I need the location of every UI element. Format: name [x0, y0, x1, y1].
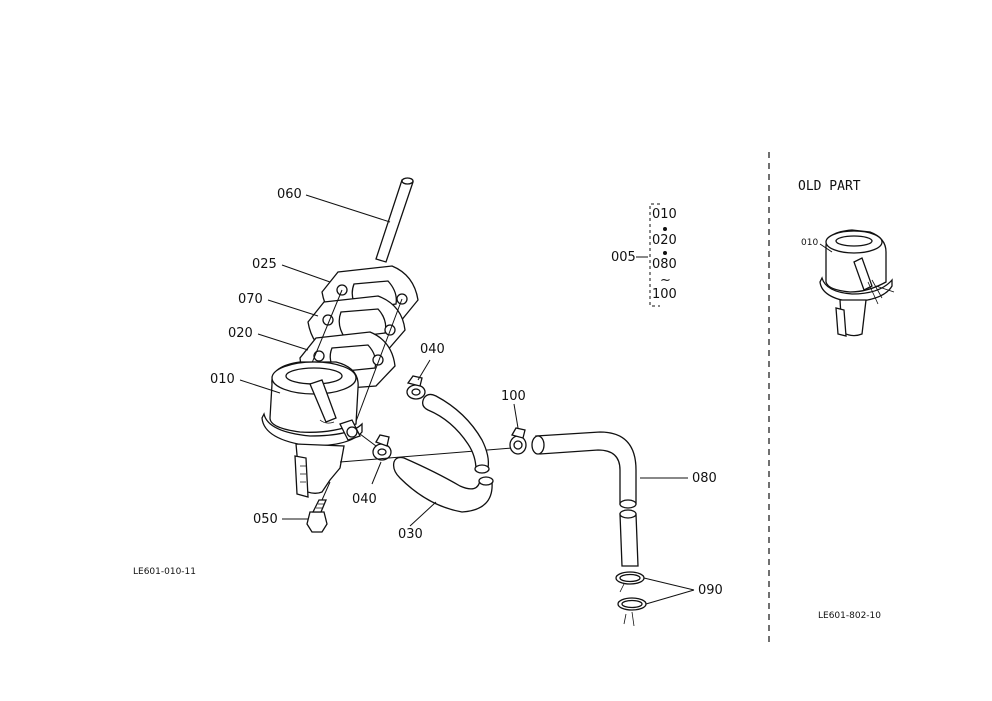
kit-dot-1: [663, 227, 667, 231]
kit-item-3: 080: [652, 257, 677, 272]
alignment-line: [351, 298, 403, 433]
callout-090: 090: [698, 583, 723, 598]
kit-dot-2: [663, 251, 667, 255]
part-080-hose: [531, 431, 639, 567]
leader-040-upper: [417, 359, 431, 381]
leader-040-lower: [371, 461, 382, 485]
part-060-rod: [375, 177, 414, 263]
kit-label: 005: [611, 250, 636, 265]
leader-020: [257, 333, 309, 351]
kit-item-4: 100: [652, 287, 677, 302]
old-part-010-fuel-pump: [819, 229, 895, 337]
leader-090-b: [645, 589, 695, 605]
figure-code-main: LE601-010-11: [133, 567, 196, 577]
callout-040-lower: 040: [352, 492, 377, 507]
kit-bracket: [649, 203, 660, 307]
old-part-figure-code: LE601-802-10: [818, 611, 881, 621]
callout-025: 025: [252, 257, 277, 272]
callout-050: 050: [253, 512, 278, 527]
leader-010: [239, 379, 281, 394]
callout-020: 020: [228, 326, 253, 341]
part-030-hose: [392, 456, 494, 513]
callout-010: 010: [210, 372, 235, 387]
callout-040-upper: 040: [420, 342, 445, 357]
callout-060: 060: [277, 187, 302, 202]
old-part-header: OLD PART: [798, 179, 861, 194]
kit-005: 005 010 020 080 ~ 100: [611, 203, 677, 307]
part-040-clamp-upper: [406, 375, 426, 400]
callout-030: 030: [398, 527, 423, 542]
callout-080: 080: [692, 471, 717, 486]
leader-030: [409, 501, 437, 527]
leader-100: [513, 403, 519, 429]
old-part-leader-010: [819, 243, 833, 253]
part-090-clamps: [615, 571, 647, 627]
leader-025: [281, 264, 331, 283]
part-010-fuel-pump: [261, 361, 363, 498]
part-100-clamp: [509, 427, 527, 455]
leader-090-a: [643, 577, 695, 591]
alignment-line: [359, 433, 377, 447]
leader-070: [267, 299, 319, 317]
kit-item-2: 020: [652, 233, 677, 248]
hose-upper: [422, 393, 490, 474]
callout-070: 070: [238, 292, 263, 307]
kit-item-1: 010: [652, 207, 677, 222]
leader-060: [305, 194, 391, 223]
kit-range-mark: ~: [660, 273, 671, 288]
old-part-panel: OLD PART 010 LE601-802-10: [798, 179, 895, 621]
old-part-callout-010: 010: [801, 238, 818, 248]
part-050-bolt: [306, 499, 328, 533]
callout-100: 100: [501, 389, 526, 404]
alignment-line: [321, 481, 331, 501]
part-040-clamp-lower: [372, 434, 392, 461]
